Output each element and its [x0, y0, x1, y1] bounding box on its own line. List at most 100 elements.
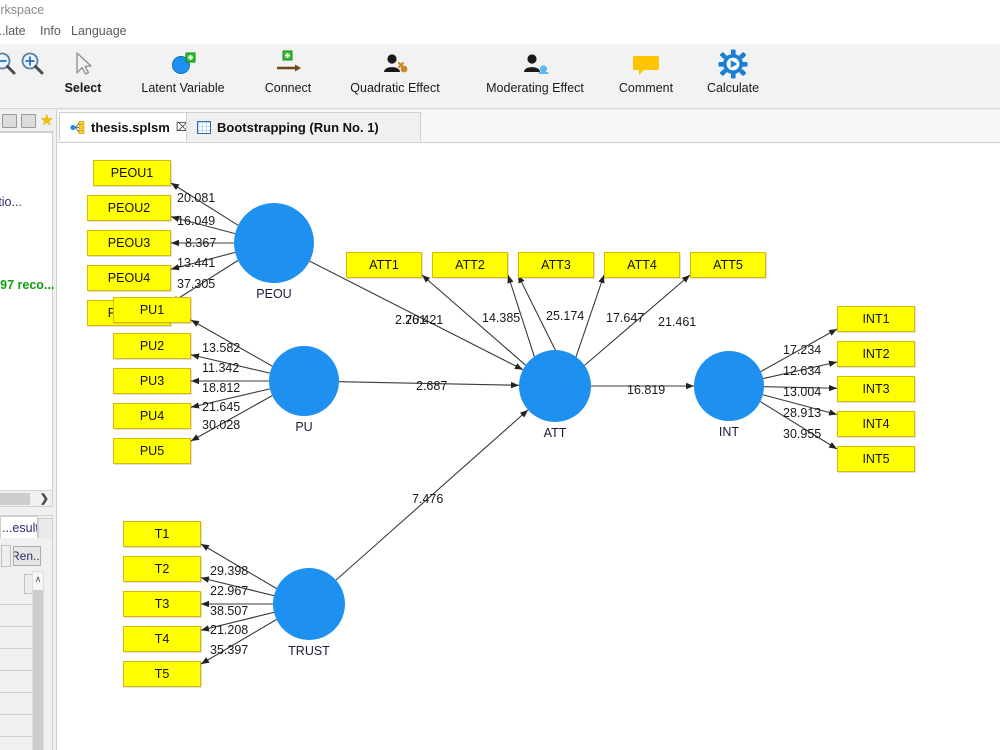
moderating-effect-button[interactable]: Moderating Effect — [470, 47, 600, 107]
project-hscroll-thumb[interactable] — [0, 493, 30, 505]
tvalue-label-int-int3: 13.004 — [783, 385, 822, 399]
measurement-path-att-att4[interactable] — [575, 274, 605, 357]
quadratic-effect-button[interactable]: Quadratic Effect — [335, 47, 455, 107]
calculate-button[interactable]: Calculate — [694, 47, 772, 107]
indicator-box-int4[interactable]: INT4 — [837, 411, 915, 437]
structural-path-trust-att[interactable] — [335, 409, 529, 581]
construct-circle-int[interactable] — [694, 351, 764, 421]
tab-results[interactable]: ...esults — [0, 516, 38, 538]
select-tool-button[interactable]: Select — [52, 47, 114, 107]
indicator-box-att3[interactable]: ATT3 — [518, 252, 594, 278]
measurement-path-trust-t4[interactable] — [200, 611, 275, 632]
measurement-path-att-att5[interactable] — [584, 274, 691, 366]
collapse-view-icon[interactable] — [21, 113, 36, 128]
indicator-box-peou1[interactable]: PEOU1 — [93, 160, 171, 186]
zoom-in-button[interactable] — [14, 47, 50, 107]
tvalue-label-trust-t3: 38.507 — [210, 604, 249, 618]
project-scroll-right-icon[interactable]: ❯ — [39, 493, 49, 505]
connect-button[interactable]: Connect — [248, 47, 328, 107]
minimize-view-icon[interactable] — [2, 113, 17, 128]
indicator-box-t3[interactable]: T3 — [123, 591, 201, 617]
menu-item-language[interactable]: Language — [71, 24, 127, 38]
construct-circle-trust[interactable] — [273, 568, 345, 640]
menu-bar: ...late Info Language — [0, 22, 1000, 44]
measurement-path-peou-peou1[interactable] — [170, 182, 239, 226]
results-vscrollbar[interactable]: ∧ ∨ — [32, 571, 44, 750]
results-row-divider — [0, 670, 35, 671]
tvalue-label-int-int1: 17.234 — [783, 343, 822, 357]
measurement-path-trust-t1[interactable] — [200, 543, 277, 589]
tvalue-label-att-att5: 21.461 — [658, 315, 697, 329]
measurement-path-peou-peou5[interactable] — [170, 259, 239, 304]
favorite-star-icon[interactable]: ★ — [40, 112, 54, 129]
project-explorer-panel[interactable]: Reputatio... [97 reco... ❯ — [0, 132, 54, 507]
indicator-box-pu3[interactable]: PU3 — [113, 368, 191, 394]
indicator-box-int3[interactable]: INT3 — [837, 376, 915, 402]
measurement-path-int-int4[interactable] — [762, 394, 838, 416]
measurement-path-int-int3[interactable] — [763, 384, 838, 392]
results-toolbar-box[interactable] — [1, 545, 11, 567]
measurement-path-int-int1[interactable] — [760, 328, 838, 372]
window-titlebar: ...is_workspace — [0, 0, 1000, 22]
measurement-path-trust-t2[interactable] — [200, 576, 275, 597]
indicator-box-peou2[interactable]: PEOU2 — [87, 195, 171, 221]
tvalue-label-att-int: 16.819 — [627, 383, 666, 397]
measurement-path-att-att2[interactable] — [507, 274, 535, 357]
indicator-box-peou3[interactable]: PEOU3 — [87, 230, 171, 256]
construct-circle-att[interactable] — [519, 350, 591, 422]
model-canvas[interactable]: PEOU1PEOU2PEOU3PEOU4PEOU5PU1PU2PU3PU4PU5… — [56, 142, 1000, 750]
indicator-box-int1[interactable]: INT1 — [837, 306, 915, 332]
indicator-box-att5[interactable]: ATT5 — [690, 252, 766, 278]
tvalue-label-trust-att: 7.476 — [412, 492, 444, 506]
measurement-path-int-int5[interactable] — [760, 401, 838, 450]
results-grid-icon — [197, 120, 211, 134]
measurement-path-trust-t5[interactable] — [200, 619, 277, 665]
toolbar-button-label: Moderating Effect — [486, 81, 584, 95]
indicator-box-att2[interactable]: ATT2 — [432, 252, 508, 278]
construct-label-pu: PU — [295, 420, 313, 434]
measurement-path-pu-pu4[interactable] — [190, 388, 271, 409]
indicator-box-t4[interactable]: T4 — [123, 626, 201, 652]
comment-button[interactable]: Comment — [608, 47, 684, 107]
indicator-box-t5[interactable]: T5 — [123, 661, 201, 687]
menu-item-late[interactable]: ...late — [0, 24, 26, 38]
indicator-box-pu2[interactable]: PU2 — [113, 333, 191, 359]
results-scroll-up-icon[interactable]: ∧ — [34, 574, 42, 584]
results-vscroll-thumb[interactable] — [33, 590, 43, 750]
measurement-path-pu-pu5[interactable] — [190, 395, 273, 442]
tvalue-label-peou-peou3: 8.367 — [185, 236, 217, 250]
project-name-label: Reputatio... — [0, 195, 22, 209]
zoom-out-button[interactable] — [0, 47, 22, 107]
latent-variable-button[interactable]: Latent Variable — [128, 47, 238, 107]
indicator-box-att1[interactable]: ATT1 — [346, 252, 422, 278]
indicator-box-int2[interactable]: INT2 — [837, 341, 915, 367]
moderating-effect-icon — [520, 47, 550, 81]
construct-circle-pu[interactable] — [269, 346, 339, 416]
tab-results-secondary[interactable] — [38, 518, 53, 538]
construct-circle-peou[interactable] — [234, 203, 314, 283]
indicator-box-t1[interactable]: T1 — [123, 521, 201, 547]
tvalue-label-pu-pu3: 18.812 — [202, 381, 241, 395]
project-hscrollbar[interactable]: ❯ — [0, 490, 52, 506]
indicator-box-pu1[interactable]: PU1 — [113, 297, 191, 323]
indicator-box-pu5[interactable]: PU5 — [113, 438, 191, 464]
measurement-path-pu-pu1[interactable] — [190, 319, 273, 367]
tvalue-label-peou-peou5: 37.305 — [177, 277, 216, 291]
measurement-path-pu-pu2[interactable] — [190, 353, 271, 374]
structural-path-pu-att[interactable] — [338, 381, 520, 389]
indicator-box-int5[interactable]: INT5 — [837, 446, 915, 472]
indicator-box-t2[interactable]: T2 — [123, 556, 201, 582]
indicator-box-att4[interactable]: ATT4 — [604, 252, 680, 278]
latent-variable-icon — [168, 47, 198, 81]
measurement-path-int-int2[interactable] — [763, 360, 838, 380]
indicator-box-peou4[interactable]: PEOU4 — [87, 265, 171, 291]
rename-button[interactable]: Ren... — [13, 546, 41, 566]
tab-bootstrapping[interactable]: Bootstrapping (Run No. 1) — [186, 112, 421, 141]
structural-path-peou-att[interactable] — [309, 260, 524, 371]
measurement-path-peou-peou4[interactable] — [170, 251, 236, 271]
measurement-path-att-att3[interactable] — [517, 274, 556, 351]
menu-item-info[interactable]: Info — [40, 24, 61, 38]
measurement-path-peou-peou2[interactable] — [170, 215, 236, 235]
measurement-path-att-att1[interactable] — [421, 274, 526, 366]
indicator-box-pu4[interactable]: PU4 — [113, 403, 191, 429]
